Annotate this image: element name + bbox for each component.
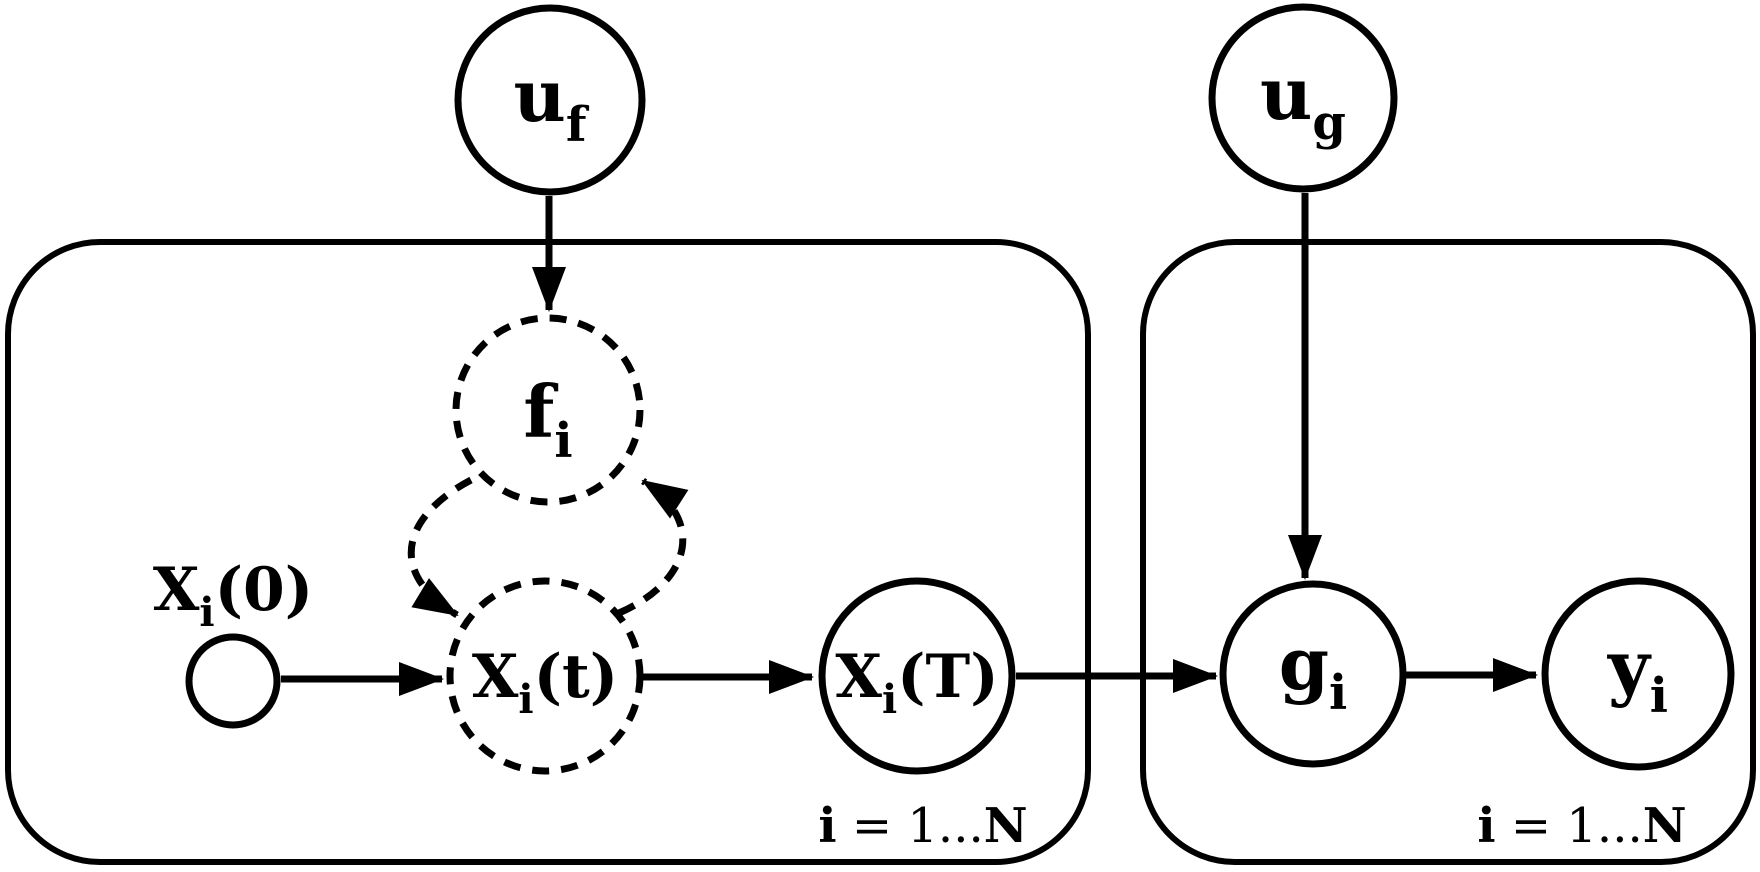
node-x0-label: Xi(0): [153, 555, 313, 636]
node-xt-circle: [446, 577, 644, 775]
node-xt-label: Xi(t): [472, 642, 618, 723]
node-ug-circle: [1208, 3, 1398, 193]
plate-observation-label: i = 1...N: [1477, 798, 1686, 854]
node-xT-circle: [818, 577, 1016, 775]
node-fi-label: fi: [523, 369, 572, 469]
node-uf-label: uf: [513, 53, 589, 153]
node-fi-circle: [452, 314, 644, 506]
node-xT-label: Xi(T): [835, 642, 998, 723]
node-yi-circle: [1541, 577, 1735, 771]
edge-xt-to-fi-feedback: [617, 478, 689, 617]
node-yi-label: yi: [1607, 624, 1668, 724]
node-ug-label: ug: [1260, 51, 1346, 151]
node-x0-dot: [185, 633, 281, 729]
edge-fi-to-xt-feedback: [407, 476, 473, 618]
node-uf-circle: [454, 4, 646, 196]
node-gi-circle: [1219, 580, 1407, 768]
plate-observation: [1140, 239, 1756, 865]
node-gi-label: gi: [1279, 621, 1348, 721]
plate-dynamics-label: i = 1...N: [818, 798, 1027, 854]
